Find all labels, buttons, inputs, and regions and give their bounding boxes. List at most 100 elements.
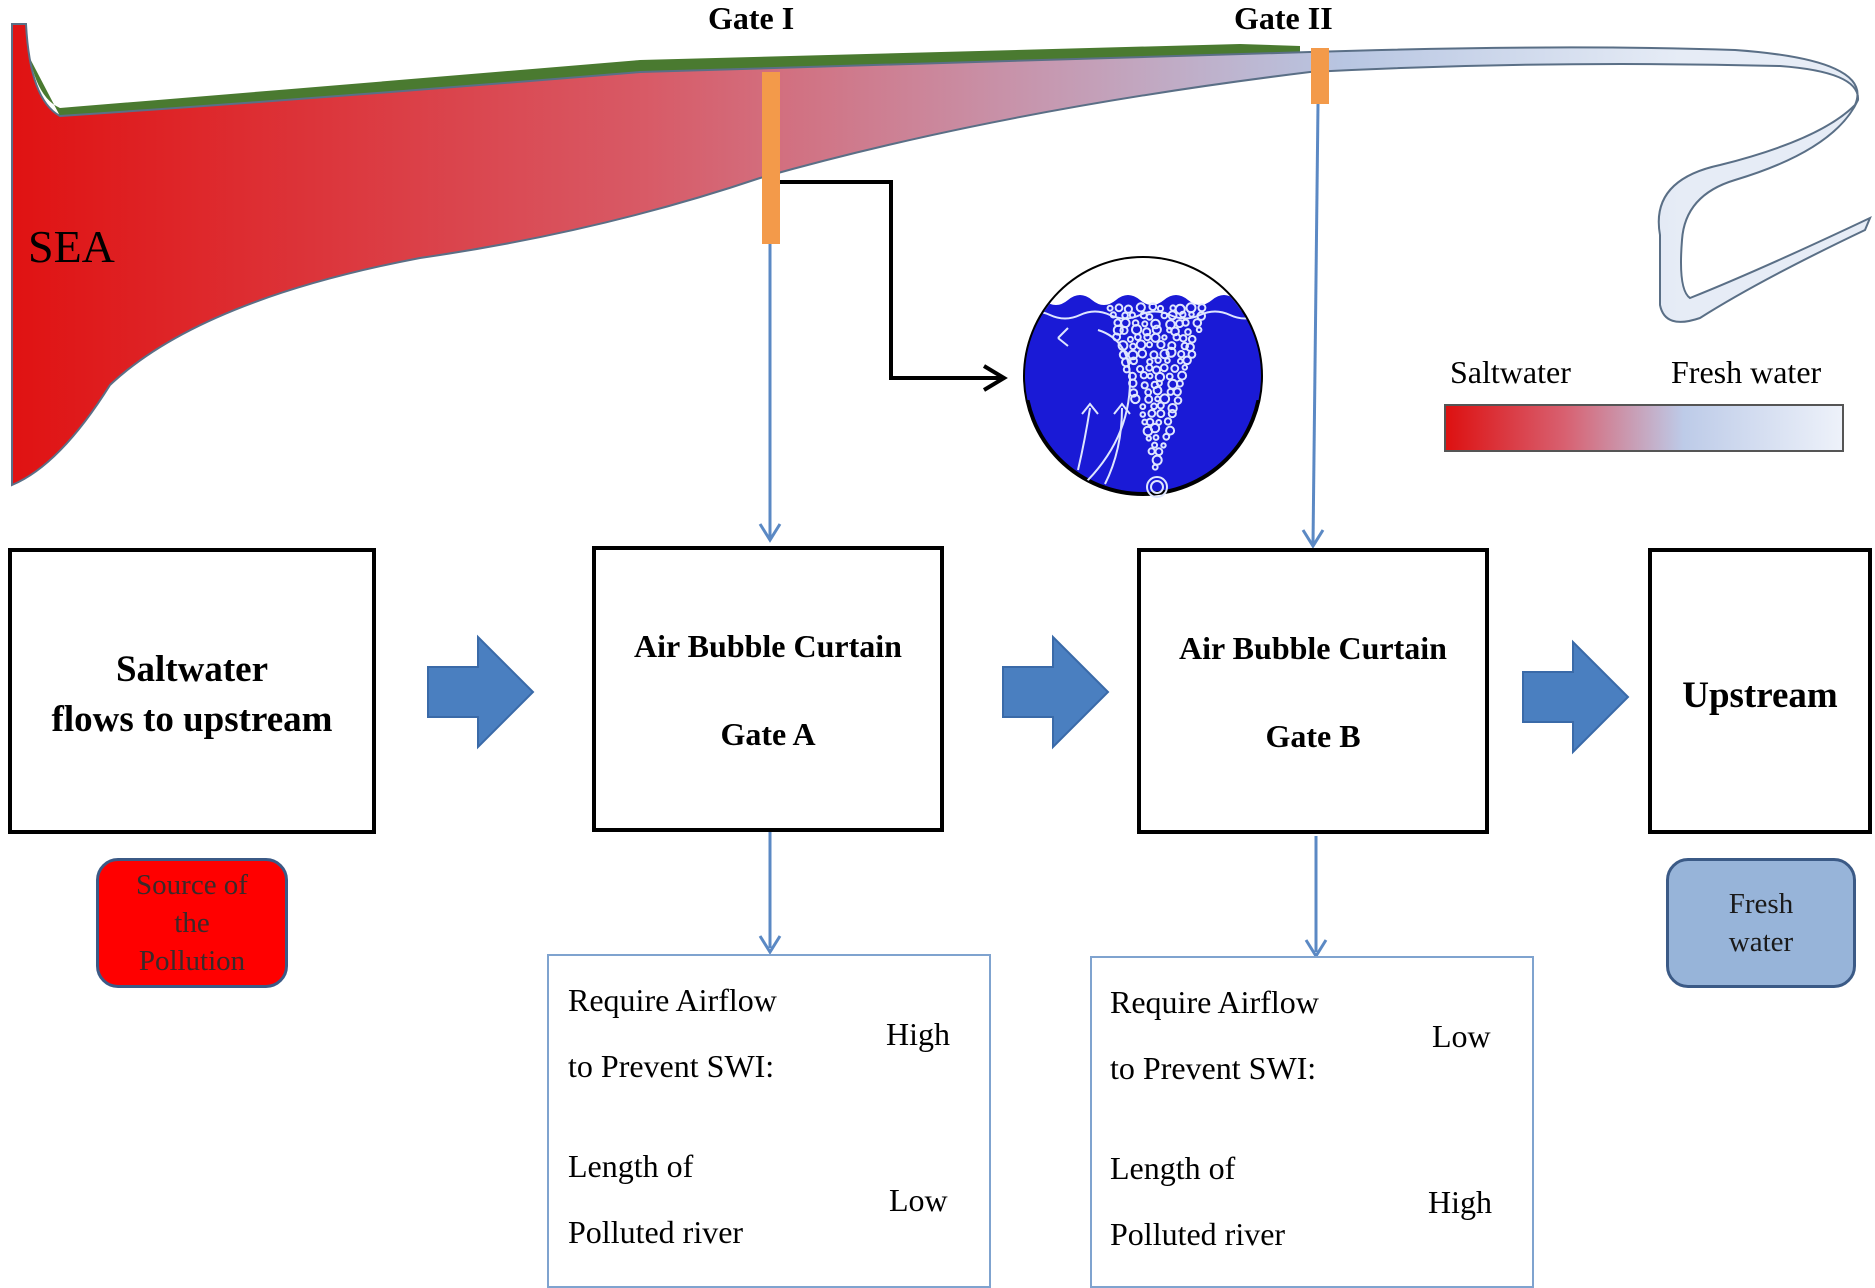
flow-box-upstream: Upstream bbox=[1648, 548, 1872, 834]
legend-saltwater-label: Saltwater bbox=[1450, 354, 1571, 390]
gate-b-airflow-label-1: Require Airflow bbox=[1110, 984, 1319, 1020]
air-bubble bbox=[1152, 434, 1160, 441]
air-bubble bbox=[1159, 348, 1170, 360]
air-bubble bbox=[1142, 327, 1152, 337]
air-bubble bbox=[1151, 463, 1159, 471]
air-bubble bbox=[1129, 342, 1137, 351]
air-bubble bbox=[1150, 318, 1161, 330]
air-bubble bbox=[1160, 442, 1167, 449]
air-bubble bbox=[1145, 313, 1154, 321]
air-bubble bbox=[1155, 379, 1163, 387]
flow-box-upstream-line-1: Upstream bbox=[1682, 675, 1838, 716]
air-bubble bbox=[1136, 365, 1145, 374]
air-bubble bbox=[1123, 304, 1134, 314]
air-bubble bbox=[1179, 310, 1187, 319]
gate-b-length-label-2: Polluted river bbox=[1110, 1216, 1286, 1252]
fresh-water-tag: Fresh water bbox=[1666, 858, 1856, 988]
river-bank bbox=[12, 24, 1300, 116]
gate-1-marker bbox=[762, 72, 780, 244]
flow-arrow-3 bbox=[1522, 639, 1630, 755]
gate-a-length-label-2: Polluted river bbox=[568, 1214, 744, 1250]
gate-a-airflow-label-1: Require Airflow bbox=[568, 982, 777, 1018]
gate-2-connector bbox=[1311, 103, 1320, 545]
air-bubble bbox=[1159, 363, 1169, 373]
air-bubble bbox=[1134, 333, 1142, 342]
air-bubble bbox=[1106, 304, 1114, 312]
air-bubble bbox=[1177, 370, 1188, 381]
air-bubble bbox=[1181, 364, 1189, 371]
pollution-source-tag: Source of the Pollution bbox=[96, 858, 288, 988]
air-bubble bbox=[1196, 311, 1206, 321]
gate-1-label: Gate I bbox=[708, 0, 795, 36]
legend-freshwater-label: Fresh water bbox=[1671, 354, 1822, 390]
gate-a-length-label-1: Length of bbox=[568, 1148, 694, 1184]
gate-1-arrowhead bbox=[758, 523, 782, 543]
air-bubble bbox=[1145, 435, 1153, 442]
air-bubble bbox=[1197, 303, 1207, 313]
air-bubble bbox=[1145, 363, 1154, 372]
air-bubble bbox=[1165, 425, 1176, 436]
air-bubble bbox=[1161, 334, 1168, 341]
fresh-water-tag-line-2: water bbox=[1728, 926, 1794, 958]
air-bubble bbox=[1146, 372, 1154, 380]
air-bubble bbox=[1187, 334, 1197, 344]
air-bubble bbox=[1159, 393, 1171, 405]
air-bubble bbox=[1172, 387, 1182, 397]
air-bubble bbox=[1163, 417, 1173, 426]
air-bubble bbox=[1135, 302, 1146, 313]
air-bubble bbox=[1140, 381, 1149, 390]
flow-box-saltwater-line-2: flows to upstream bbox=[51, 699, 333, 740]
air-bubble bbox=[1167, 310, 1178, 321]
flow-box-gate-a-line-1: Air Bubble Curtain bbox=[634, 628, 902, 664]
pollution-source-tag-line-1: Source of bbox=[136, 869, 248, 901]
air-bubble bbox=[1160, 311, 1169, 320]
callout-arrowhead bbox=[982, 364, 1008, 392]
air-bubble bbox=[1164, 357, 1171, 364]
air-bubble bbox=[1179, 334, 1188, 343]
bubble-curtain-detail bbox=[1023, 256, 1263, 498]
air-bubble bbox=[1149, 422, 1161, 434]
pollution-source-tag-line-3: Pollution bbox=[138, 945, 246, 977]
air-bubble bbox=[1165, 372, 1174, 381]
air-bubble bbox=[1180, 341, 1190, 351]
air-bubble bbox=[1195, 326, 1203, 334]
air-bubble bbox=[1145, 417, 1155, 427]
gate-a-info-arrowhead bbox=[758, 935, 782, 955]
air-bubble bbox=[1147, 409, 1157, 418]
air-bubble bbox=[1167, 403, 1178, 414]
air-bubble bbox=[1162, 432, 1171, 441]
flow-box-gate-a-line-2: Gate A bbox=[720, 716, 816, 752]
gate-2-arrowhead bbox=[1301, 529, 1325, 549]
gate-2-label: Gate II bbox=[1234, 0, 1333, 36]
flow-box-saltwater-line-1: Saltwater bbox=[115, 649, 269, 690]
air-bubble bbox=[1139, 403, 1147, 411]
air-bubble bbox=[1182, 355, 1192, 366]
air-bubble bbox=[1128, 311, 1137, 319]
gate-a-length-value: Low bbox=[889, 1182, 948, 1218]
air-bubble bbox=[1167, 408, 1177, 419]
air-bubble bbox=[1127, 349, 1139, 361]
air-bubble bbox=[1156, 401, 1165, 410]
air-bubble bbox=[1130, 393, 1141, 405]
air-bubble bbox=[1141, 320, 1149, 328]
sea-label: SEA bbox=[28, 221, 115, 272]
flow-box-saltwater: Saltwater flows to upstream bbox=[8, 548, 376, 834]
air-bubble bbox=[1181, 318, 1190, 327]
flow-arrow-2 bbox=[1002, 634, 1110, 750]
gate-b-info-panel: Require Airflow to Prevent SWI: Low Leng… bbox=[1090, 956, 1534, 1288]
flow-arrow-1 bbox=[427, 634, 535, 750]
air-bubble bbox=[1139, 411, 1147, 418]
gate-b-airflow-value: Low bbox=[1432, 1018, 1491, 1054]
air-bubble bbox=[1148, 302, 1158, 312]
flow-box-gate-a: Air Bubble Curtain Gate A bbox=[592, 546, 944, 832]
air-bubble bbox=[1150, 332, 1161, 343]
gate-a-airflow-label-2: to Prevent SWI: bbox=[568, 1048, 775, 1084]
air-bubble bbox=[1156, 340, 1166, 350]
air-bubble bbox=[1145, 341, 1154, 349]
gate-b-length-value: High bbox=[1428, 1184, 1492, 1220]
air-bubble bbox=[1177, 350, 1186, 359]
gate-b-airflow-label-2: to Prevent SWI: bbox=[1110, 1050, 1317, 1086]
air-bubble bbox=[1151, 441, 1159, 449]
air-bubble bbox=[1149, 350, 1159, 360]
